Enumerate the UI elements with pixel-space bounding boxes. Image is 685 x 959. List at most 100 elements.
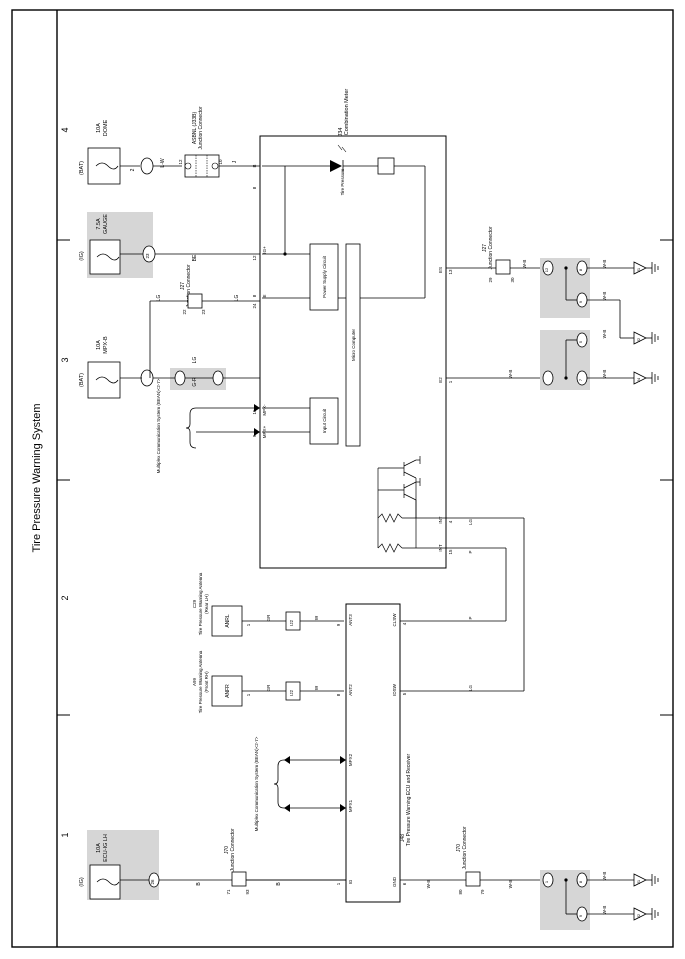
- svg-text:6: 6: [402, 882, 407, 885]
- svg-text:ASBNL (J33B): ASBNL (J33B): [192, 112, 198, 145]
- column-number-2: 2: [60, 595, 70, 600]
- antenna-front-rh: A99 Tire Pressure Warning Antenna (Front…: [192, 650, 344, 713]
- svg-text:J70: J70: [224, 846, 230, 854]
- svg-text:A99: A99: [192, 678, 197, 687]
- svg-text:22: 22: [182, 309, 187, 315]
- antenna-rear-lh: C29 Tire Pressure Warning Antenna (Rear …: [192, 572, 344, 637]
- svg-text:GAUGE: GAUGE: [103, 214, 109, 234]
- svg-text:J2: J2: [636, 913, 641, 918]
- svg-text:12: 12: [252, 255, 257, 261]
- svg-text:B: B: [196, 882, 202, 886]
- svg-text:C29: C29: [192, 599, 197, 608]
- svg-text:Junction Connector: Junction Connector: [186, 264, 192, 307]
- svg-text:(IG): (IG): [79, 877, 85, 887]
- svg-text:LG: LG: [192, 357, 198, 364]
- svg-text:ES: ES: [438, 267, 443, 273]
- svg-text:MPX1: MPX1: [348, 799, 353, 812]
- junction-connector-j33b: ASBNL (J33B) Junction Connector 12 10 J: [178, 106, 260, 178]
- svg-text:29: 29: [488, 277, 493, 283]
- column-number-4: 4: [60, 127, 70, 132]
- outer-frame: [11, 9, 674, 948]
- svg-text:7: 7: [578, 378, 583, 381]
- svg-text:Combination Meter: Combination Meter: [344, 89, 350, 136]
- svg-text:W-B: W-B: [602, 906, 607, 915]
- svg-text:LG: LG: [234, 295, 240, 302]
- svg-text:LG: LG: [468, 519, 473, 526]
- svg-text:GND: GND: [392, 876, 397, 887]
- svg-text:Tire Pressure Warning Antenna: Tire Pressure Warning Antenna: [198, 572, 203, 635]
- svg-text:J70: J70: [456, 844, 462, 852]
- ground-mid: 7 5 W-B W-B: [508, 330, 634, 390]
- svg-text:Multiplex Communication System: Multiplex Communication System (BEAN)<2-…: [156, 378, 161, 473]
- svg-text:ANT3: ANT3: [348, 614, 353, 626]
- svg-text:P: P: [468, 616, 473, 619]
- svg-text:Junction Connector: Junction Connector: [488, 226, 494, 269]
- svg-text:9: 9: [578, 300, 583, 303]
- mpx-bean-lower: Multiplex Communication System (BEAN)<2-…: [254, 736, 346, 831]
- svg-text:ANT2: ANT2: [348, 684, 353, 696]
- svg-text:24: 24: [252, 303, 257, 309]
- svg-text:ANRL: ANRL: [225, 614, 231, 628]
- svg-text:INT: INT: [438, 516, 443, 524]
- svg-text:10A: 10A: [96, 843, 102, 853]
- svg-text:INT: INT: [438, 544, 443, 552]
- svg-text:1: 1: [336, 882, 341, 885]
- svg-text:Junction Connector: Junction Connector: [230, 828, 236, 871]
- svg-text:80: 80: [458, 889, 463, 895]
- svg-text:8: 8: [578, 268, 583, 271]
- junction-connector-j27-lg: J27 Junction Connector 22 23 LG LG LG: [149, 264, 260, 378]
- svg-text:13: 13: [448, 269, 453, 275]
- svg-text:MPX+: MPX+: [262, 425, 267, 438]
- svg-text:30: 30: [510, 277, 515, 283]
- svg-text:4: 4: [448, 520, 453, 523]
- svg-text:Power Supply Circuit: Power Supply Circuit: [322, 255, 327, 298]
- svg-text:10A: 10A: [96, 340, 102, 350]
- svg-text:9: 9: [578, 914, 583, 917]
- svg-text:1: 1: [544, 880, 549, 883]
- svg-text:Junction Connector: Junction Connector: [198, 106, 204, 149]
- svg-text:8: 8: [252, 186, 257, 189]
- micro-computer: [345, 243, 361, 447]
- fuse-mpx-b: (BAT) 10A MPX-B G-R: [79, 336, 260, 399]
- junction-connector-j70: J70 Junction Connector 71 93 B: [224, 828, 282, 894]
- svg-text:23: 23: [145, 253, 150, 259]
- column-number-1: 1: [60, 832, 70, 837]
- svg-text:IG: IG: [348, 879, 353, 884]
- svg-text:GR: GR: [266, 684, 271, 692]
- ground-bottom: 1 8 9 W-B W-B: [540, 870, 634, 930]
- svg-text:Junction Connector: Junction Connector: [462, 826, 468, 869]
- svg-text:G-R: G-R: [192, 377, 198, 387]
- svg-text:J27: J27: [482, 244, 488, 252]
- svg-text:IG+: IG+: [262, 246, 267, 254]
- svg-text:LG: LG: [156, 295, 162, 302]
- svg-text:W-B: W-B: [508, 370, 513, 379]
- fuse-dome: (BAT) 10A DOME 2 L-W: [79, 119, 182, 185]
- svg-text:J27: J27: [180, 282, 186, 290]
- svg-text:(BAT): (BAT): [79, 161, 85, 175]
- svg-text:8: 8: [252, 294, 257, 297]
- svg-text:1: 1: [246, 693, 251, 696]
- svg-text:ANFR: ANFR: [225, 684, 231, 698]
- svg-text:Micro Computer: Micro Computer: [351, 328, 356, 361]
- svg-text:2: 2: [130, 168, 136, 171]
- fuse-ecu-ig-lh: (IG) 10A ECU-IG LH 26 B: [79, 830, 346, 900]
- svg-text:12: 12: [544, 267, 549, 272]
- ground-symbols: J1 J2 J4 J1 J2: [633, 261, 659, 921]
- svg-text:J2: J2: [636, 337, 641, 342]
- svg-text:W-B: W-B: [602, 370, 607, 379]
- svg-text:DOME: DOME: [103, 119, 109, 136]
- svg-text:Input Circuit: Input Circuit: [322, 408, 327, 433]
- svg-text:9: 9: [336, 623, 341, 626]
- svg-text:5: 5: [402, 692, 407, 695]
- svg-text:E2: E2: [438, 377, 443, 383]
- mpx-bean-upper: Multiplex Communication System (BEAN)<2-…: [156, 378, 260, 473]
- svg-text:J48: J48: [400, 834, 406, 842]
- input-circuit: [309, 397, 339, 445]
- svg-text:8: 8: [578, 880, 583, 883]
- svg-text:Tire Pressure Warning ECU and: Tire Pressure Warning ECU and Receiver: [406, 753, 412, 846]
- svg-text:J1: J1: [636, 879, 641, 884]
- svg-text:10: 10: [218, 159, 223, 165]
- svg-text:B: B: [276, 882, 282, 886]
- svg-text:W: W: [314, 615, 319, 620]
